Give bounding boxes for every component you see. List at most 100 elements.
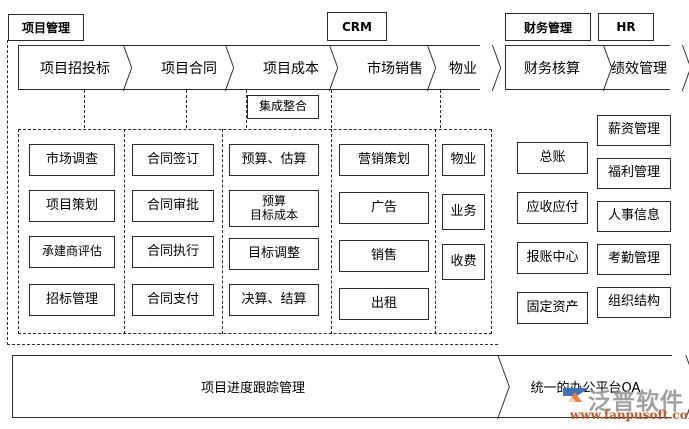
band-segment-contract[interactable]: 项目合同 [139, 46, 239, 89]
feature-label: 合同签订 [146, 151, 199, 167]
tab-hr[interactable]: HR [598, 13, 654, 41]
band-segment-sales[interactable]: 市场销售 [345, 46, 445, 89]
connector-dash-3 [246, 90, 247, 128]
band-segment-performance-label: 绩效管理 [611, 60, 667, 77]
feature-box[interactable]: 招标管理 [29, 284, 115, 316]
feature-label: 营销策划 [357, 151, 410, 167]
band-segment-cost[interactable]: 项目成本 [241, 46, 341, 89]
footer-left-segment[interactable]: 项目进度跟踪管理 [13, 356, 493, 417]
feature-label: 固定资产 [526, 299, 579, 315]
connector-dash-2 [186, 90, 187, 128]
badge-integration[interactable]: 集成整合 [247, 95, 319, 119]
feature-label: 招标管理 [45, 291, 98, 307]
feature-label: 报账中心 [526, 249, 579, 265]
project-scope-dashed-frame [7, 40, 497, 345]
tab-project-management-label: 项目管理 [21, 21, 70, 35]
grid-column-divider-3 [331, 129, 332, 334]
process-band-left: 项目招投标 项目合同 项目成本 市场销售 物业 [18, 45, 480, 90]
feature-label: 承建商评估 [41, 244, 102, 259]
feature-label: 预算 目标成本 [249, 193, 298, 222]
feature-box[interactable]: 预算 目标成本 [229, 190, 319, 227]
tab-crm-label: CRM [342, 19, 372, 34]
feature-box[interactable]: 组织结构 [597, 287, 671, 318]
feature-box[interactable]: 收费 [442, 244, 485, 280]
tab-finance-management[interactable]: 财务管理 [505, 13, 591, 41]
feature-box[interactable]: 销售 [339, 240, 429, 272]
process-band-right: 财务核算 绩效管理 [505, 45, 670, 90]
feature-box[interactable]: 人事信息 [597, 201, 671, 232]
band-segment-performance[interactable]: 绩效管理 [601, 46, 677, 89]
footer-bar: 项目进度跟踪管理 统一的办公平台OA [12, 355, 672, 418]
feature-label: 销售 [370, 247, 397, 263]
feature-box[interactable]: 项目策划 [29, 190, 115, 222]
feature-box[interactable]: 市场调查 [29, 144, 115, 176]
feature-box[interactable]: 承建商评估 [29, 236, 115, 268]
feature-box[interactable]: 营销策划 [339, 144, 429, 176]
footer-right-segment[interactable]: 统一的办公平台OA [503, 356, 668, 417]
connector-dash-5 [440, 90, 441, 128]
feature-label: 合同支付 [146, 291, 199, 307]
footer-right-label: 统一的办公平台OA [530, 381, 641, 396]
grid-column-divider-1 [124, 129, 125, 334]
band-segment-sales-label: 市场销售 [367, 60, 423, 77]
connector-dash-4 [331, 90, 332, 128]
feature-box[interactable]: 固定资产 [517, 292, 588, 324]
feature-label: 薪资管理 [607, 122, 660, 138]
tab-hr-label: HR [616, 20, 636, 34]
feature-label: 目标调整 [247, 245, 300, 261]
grid-column-divider-2 [222, 129, 223, 334]
feature-box[interactable]: 目标调整 [229, 238, 319, 270]
band-segment-property-label: 物业 [449, 60, 477, 77]
band-segment-cost-label: 项目成本 [263, 60, 319, 77]
tab-crm[interactable]: CRM [327, 12, 387, 41]
feature-box[interactable]: 合同支付 [132, 284, 214, 316]
feature-box[interactable]: 总账 [517, 142, 588, 174]
feature-box[interactable]: 物业 [442, 144, 485, 176]
feature-label: 应收应付 [526, 199, 579, 215]
feature-box[interactable]: 合同签订 [132, 144, 214, 176]
feature-label: 收费 [450, 253, 477, 269]
footer-tip-mask [669, 356, 673, 417]
tab-finance-management-label: 财务管理 [523, 20, 572, 35]
feature-label: 考勤管理 [607, 251, 660, 267]
feature-label: 组织结构 [607, 294, 660, 310]
band-right-tip-mask [668, 46, 671, 89]
feature-box[interactable]: 合同执行 [132, 236, 214, 268]
feature-label: 广告 [370, 199, 397, 215]
feature-box[interactable]: 报账中心 [517, 242, 588, 274]
feature-grid-dashed-frame [18, 129, 492, 334]
feature-label: 项目策划 [45, 197, 98, 213]
feature-box[interactable]: 出租 [339, 288, 429, 320]
feature-label: 福利管理 [607, 165, 660, 181]
badge-integration-label: 集成整合 [258, 99, 307, 114]
band-segment-contract-label: 项目合同 [161, 60, 217, 77]
feature-label: 人事信息 [607, 208, 660, 224]
band-segment-accounting[interactable]: 财务核算 [506, 46, 598, 89]
feature-box[interactable]: 考勤管理 [597, 244, 671, 275]
band-left-tip-mask [478, 46, 481, 89]
feature-label: 预算、估算 [241, 151, 307, 167]
feature-label: 业务 [450, 203, 477, 219]
feature-box[interactable]: 应收应付 [517, 192, 588, 224]
feature-label: 市场调查 [45, 151, 98, 167]
feature-box[interactable]: 薪资管理 [597, 115, 671, 146]
feature-box[interactable]: 广告 [339, 192, 429, 224]
band-segment-bidding-label: 项目招投标 [40, 60, 110, 77]
feature-label: 物业 [450, 151, 477, 167]
band-segment-property[interactable]: 物业 [439, 46, 487, 89]
band-segment-accounting-label: 财务核算 [524, 60, 580, 77]
feature-box[interactable]: 合同审批 [132, 190, 214, 222]
connector-dash-1 [84, 90, 85, 128]
feature-label: 合同审批 [146, 197, 199, 213]
feature-label: 总账 [539, 149, 566, 165]
feature-label: 决算、结算 [241, 291, 307, 307]
tab-project-management[interactable]: 项目管理 [8, 14, 84, 41]
feature-label: 合同执行 [146, 243, 199, 259]
feature-box[interactable]: 决算、结算 [229, 284, 319, 316]
feature-box[interactable]: 预算、估算 [229, 144, 319, 176]
band-segment-bidding[interactable]: 项目招投标 [19, 46, 131, 89]
feature-box[interactable]: 业务 [442, 194, 485, 230]
grid-column-divider-4 [435, 129, 436, 334]
feature-box[interactable]: 福利管理 [597, 158, 671, 189]
